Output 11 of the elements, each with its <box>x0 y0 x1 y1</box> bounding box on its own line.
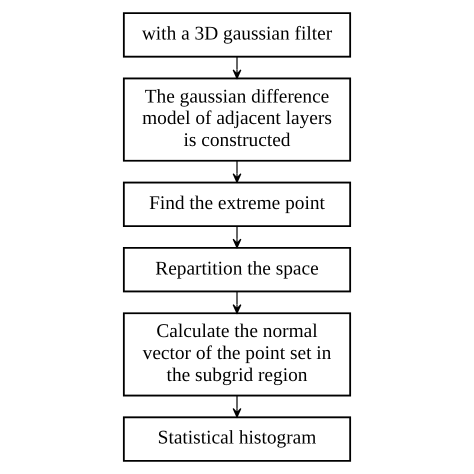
node-box: Statistical histogram <box>122 416 352 462</box>
arrow <box>232 396 242 418</box>
node-box: with a 3D gaussian filter <box>122 12 352 58</box>
node-box: Repartition the space <box>122 246 352 292</box>
arrow <box>232 226 242 248</box>
arrow <box>232 161 242 183</box>
node-box: Find the extreme point <box>122 182 352 228</box>
arrow <box>232 56 242 79</box>
node-box: Calculate the normal vector of the point set in the subgrid region <box>122 312 352 396</box>
arrow <box>232 292 242 314</box>
node-box: The gaussian difference model of adjacent layers is constructed <box>122 78 352 162</box>
